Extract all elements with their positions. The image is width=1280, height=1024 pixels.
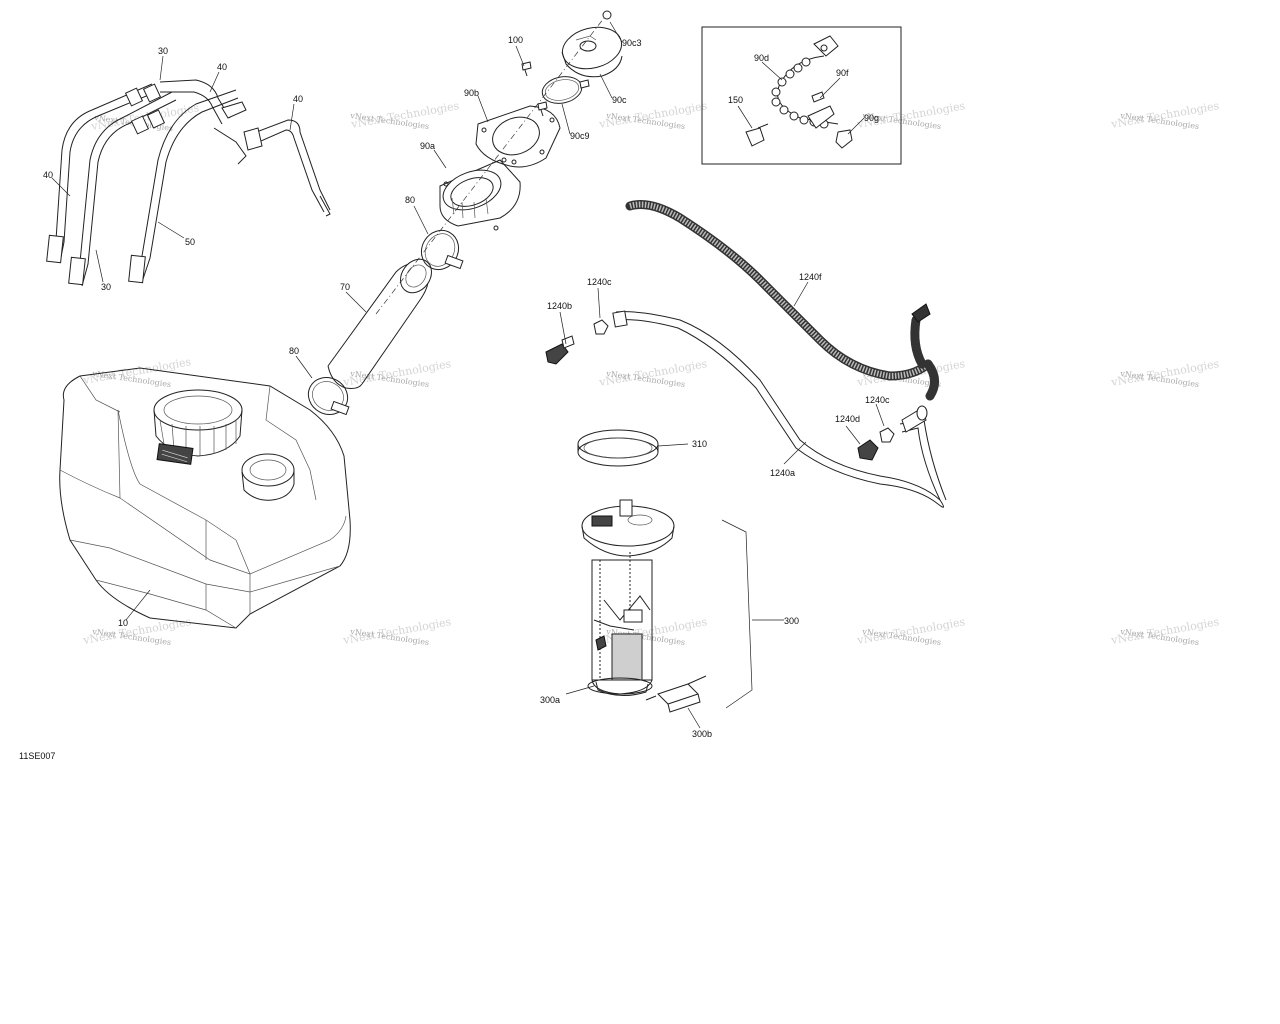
hex-nut-1240c[interactable] — [593, 319, 609, 335]
fuel-cap[interactable] — [558, 21, 626, 78]
hex-nut-1240c-lower[interactable] — [879, 427, 895, 443]
tether-chain[interactable] — [771, 35, 839, 129]
callout-label: 1240b — [547, 301, 572, 311]
fuel-line[interactable] — [612, 310, 947, 508]
watermarks: vNext Technologies vNext Technologies vN… — [81, 99, 1220, 647]
callout-label: 90g — [864, 113, 879, 123]
hose-clamp-lower[interactable] — [302, 371, 354, 422]
callout-label: 10 — [118, 618, 128, 628]
screw[interactable] — [521, 61, 532, 77]
callout-label: 90c3 — [622, 38, 642, 48]
diagram-id-label: 11SE007 — [19, 751, 55, 761]
callout-label: 150 — [728, 95, 743, 105]
fuel-pump-module[interactable] — [581, 499, 675, 695]
callout-label: 1240a — [770, 468, 795, 478]
fuel-tank[interactable] — [59, 367, 351, 629]
callout-label: 70 — [340, 282, 350, 292]
callout-label: 1240c — [865, 395, 890, 405]
elbow-fitting-1240d[interactable] — [857, 439, 879, 461]
tether-clip[interactable] — [807, 91, 835, 129]
vent-inset-box — [701, 26, 902, 165]
filler-gasket[interactable] — [475, 105, 561, 168]
callout-labels: 30 40 40 40 50 30 100 90c3 90b 90c 90c9 … — [43, 35, 890, 739]
pump-seal-ring[interactable] — [577, 429, 659, 467]
tank-straps[interactable] — [46, 79, 331, 287]
elbow-fitting-1240b[interactable] — [545, 335, 575, 365]
leader-lines — [51, 21, 885, 729]
filler-flange[interactable] — [438, 159, 521, 231]
callout-label: 310 — [692, 439, 707, 449]
callout-label: 30 — [158, 46, 168, 56]
callout-label: 90c9 — [570, 131, 590, 141]
hose-end-fitting[interactable] — [901, 405, 928, 433]
tether-rivet[interactable] — [835, 129, 853, 149]
callout-label: 90b — [464, 88, 479, 98]
callout-label: 300b — [692, 729, 712, 739]
callout-label: 90d — [754, 53, 769, 63]
callout-label: 90c — [612, 95, 627, 105]
cap-vent-plug[interactable] — [602, 10, 612, 20]
cap-tether-screw[interactable] — [579, 79, 590, 89]
callout-label: 30 — [101, 282, 111, 292]
callout-label: 90a — [420, 141, 435, 151]
callout-label: 300a — [540, 695, 560, 705]
vent-hose-corrugated[interactable] — [625, 200, 939, 401]
pump-filter-sock[interactable] — [595, 681, 649, 696]
fuel-level-sender[interactable] — [645, 675, 707, 713]
callout-label: 1240c — [587, 277, 612, 287]
callout-label: 40 — [43, 170, 53, 180]
tether-screw[interactable] — [745, 123, 769, 147]
callout-label: 80 — [289, 346, 299, 356]
callout-label: 1240d — [835, 414, 860, 424]
callout-label: 80 — [405, 195, 415, 205]
bracket-300 — [721, 519, 753, 709]
callout-label: 50 — [185, 237, 195, 247]
callout-label: 100 — [508, 35, 523, 45]
callout-label: 1240f — [799, 272, 822, 282]
assembly-axis — [375, 17, 605, 315]
hose-clamp-upper[interactable] — [414, 224, 465, 277]
filler-hose[interactable] — [327, 253, 438, 389]
callout-label: 40 — [217, 62, 227, 72]
small-screw[interactable] — [537, 101, 548, 117]
callout-label: 300 — [784, 616, 799, 626]
callout-label: 90f — [836, 68, 849, 78]
callout-label: 40 — [293, 94, 303, 104]
